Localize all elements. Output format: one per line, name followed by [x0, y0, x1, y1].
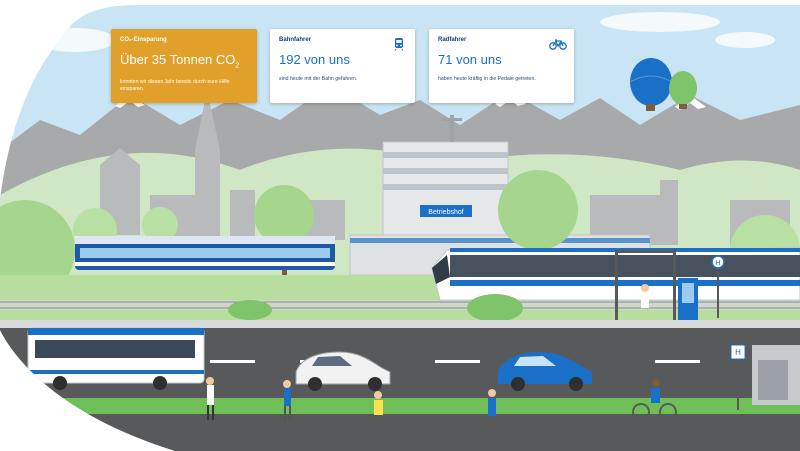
tram-stop-shelter	[615, 250, 725, 320]
cloud	[600, 12, 720, 32]
co2-card-headline: Über 35 Tonnen CO2	[120, 52, 240, 70]
tram-track	[0, 300, 800, 310]
bus-stop	[730, 344, 800, 410]
rail-card: Bahnfahrer 192 von uns sind heute mit de…	[270, 29, 415, 103]
balloon-blue	[629, 58, 673, 111]
bike-card: Radfahrer 71 von uns haben heute kräftig…	[429, 29, 574, 103]
tram-stop-sign: H	[715, 260, 720, 267]
cloud	[715, 32, 775, 48]
balloon-green	[669, 71, 697, 109]
rail-card-headline: 192 von uns	[279, 52, 350, 67]
co2-card: CO₂-Einsparung Über 35 Tonnen CO2 konnte…	[111, 29, 257, 103]
bike-card-label: Radfahrer	[438, 37, 467, 43]
bicycle-icon	[549, 39, 567, 50]
white-car	[295, 351, 391, 391]
cyclist	[632, 379, 677, 421]
bus-stop-sign: H	[735, 348, 741, 357]
regional-train	[75, 236, 335, 270]
pedestrian	[283, 380, 291, 420]
rail-card-label: Bahnfahrer	[279, 37, 312, 43]
pedestrian	[206, 377, 214, 420]
bus	[27, 327, 205, 390]
blue-car	[498, 352, 592, 391]
bike-lane	[0, 398, 800, 414]
bush	[228, 300, 272, 320]
sidewalk	[0, 320, 800, 328]
co2-card-label: CO₂-Einsparung	[120, 37, 167, 43]
cyclist	[358, 391, 403, 434]
rail-card-text: sind heute mit der Bahn gefahren.	[279, 76, 358, 82]
cloud	[35, 28, 115, 52]
pedestrian	[488, 389, 496, 416]
bike-card-headline: 71 von uns	[438, 52, 502, 67]
train-icon	[394, 38, 404, 51]
bike-card-text: haben heute kräftig in die Pedale getret…	[438, 76, 536, 82]
depot-sign: Betriebshof	[428, 209, 463, 216]
bush	[467, 294, 523, 322]
person-waiting	[641, 284, 649, 308]
co2-card-text: konnten wir dieses Jahr bereits durch eu…	[120, 78, 230, 92]
